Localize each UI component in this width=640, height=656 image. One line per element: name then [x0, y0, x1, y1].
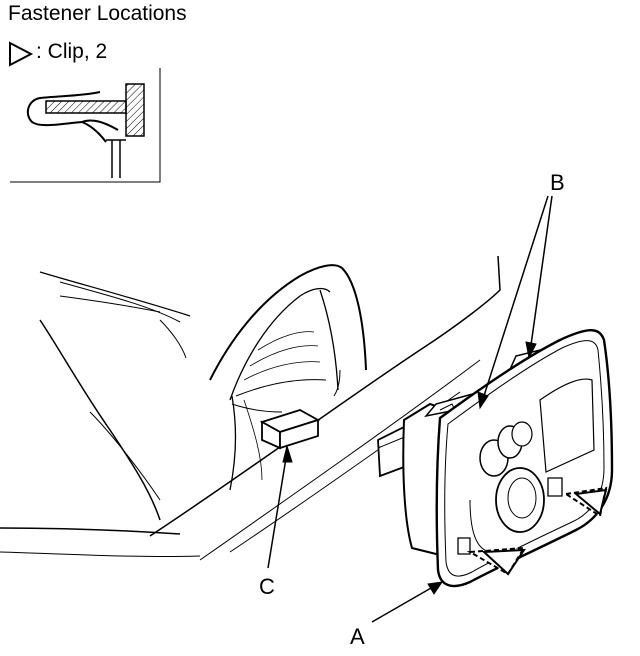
clip-markers — [470, 488, 606, 574]
switch-assembly — [378, 330, 612, 586]
clip-marker-lower-icon — [470, 548, 524, 574]
clip-detail-inset — [10, 68, 160, 182]
callout-label-b: B — [550, 170, 565, 195]
callout-label-a: A — [350, 624, 365, 649]
legend-triangle-icon — [8, 40, 34, 68]
dashboard-opening — [210, 265, 366, 490]
callout-label-c: C — [259, 574, 275, 599]
dashboard-panel — [0, 256, 500, 560]
clip-c-tab — [262, 410, 318, 448]
legend-label: : Clip, 2 — [36, 40, 108, 63]
leader-lines — [268, 196, 552, 622]
diagram-title: Fastener Locations — [8, 2, 187, 25]
